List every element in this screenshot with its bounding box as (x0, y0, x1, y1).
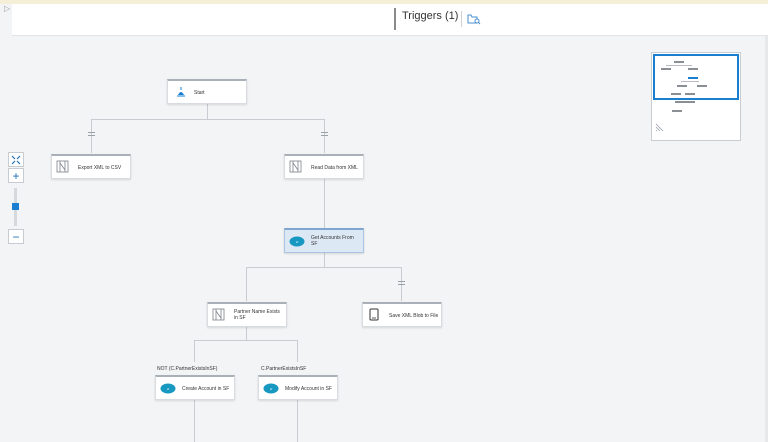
collapse-arrow-icon[interactable]: ▷ (4, 4, 11, 13)
salesforce-icon: sf (160, 383, 176, 396)
minimap-node (672, 110, 682, 112)
condition-label: NOT (C.PartnerExistsInSF) (157, 366, 218, 372)
svg-text:sf: sf (296, 240, 299, 244)
read-xml-node[interactable]: Read Data from XML (284, 154, 364, 179)
start-node[interactable]: Start (167, 79, 247, 104)
fit-to-screen-icon[interactable] (8, 152, 24, 167)
minimap-node (674, 61, 684, 63)
zoom-in-button[interactable]: + (8, 168, 24, 183)
connector-line (194, 340, 195, 362)
xml-transform-icon (289, 160, 302, 175)
svg-text:sf: sf (270, 387, 273, 391)
header-separator (394, 8, 396, 30)
connector-marker (398, 281, 405, 282)
svg-text:sf: sf (167, 387, 170, 391)
vertical-scrollbar[interactable] (765, 35, 768, 442)
minimap-node (675, 101, 685, 103)
top-strip (0, 0, 768, 4)
header-divider (461, 11, 462, 27)
zoom-slider-thumb[interactable] (12, 203, 19, 210)
export-xml-label: Export XML to CSV (78, 165, 122, 171)
get-accounts-label: Get Accounts From SF (311, 235, 354, 247)
folder-search-icon[interactable] (467, 12, 481, 30)
connector-marker (88, 135, 95, 136)
minimap-line (666, 65, 692, 66)
create-account-node[interactable]: sf Create Account in SF (155, 375, 235, 400)
connector-line (91, 119, 325, 120)
minimap-node (661, 68, 671, 70)
xml-transform-icon (212, 308, 225, 323)
triggers-label[interactable]: Triggers (1) (402, 10, 459, 22)
get-accounts-node[interactable]: sf Get Accounts From SF (284, 228, 364, 253)
connector-marker (321, 132, 328, 133)
minimap-node (688, 77, 698, 79)
modify-account-label: Modify Account in SF (285, 386, 332, 392)
minimap-node (685, 93, 695, 95)
zoom-out-button[interactable]: − (8, 229, 24, 244)
minimap-line (681, 81, 699, 82)
minimap-viewport[interactable] (653, 54, 739, 100)
connector-line (246, 325, 247, 340)
flow-canvas[interactable]: Start Export XML to CSV Read Data from X… (0, 35, 768, 442)
minimap[interactable] (651, 52, 741, 141)
connector-marker (321, 135, 328, 136)
condition-label: C.PartnerExistsInSF (261, 366, 307, 372)
resize-grip-icon[interactable] (655, 119, 665, 137)
connector-line (324, 251, 325, 267)
connector-marker (398, 284, 405, 285)
connector-line (246, 267, 247, 301)
minimap-node (677, 85, 687, 87)
partner-exists-label: Partner Name Exists in SF (234, 309, 280, 321)
connector-line (91, 119, 92, 153)
connector-line (324, 177, 325, 229)
connector-line (194, 398, 195, 442)
start-node-label: Start (194, 90, 205, 96)
salesforce-icon: sf (289, 236, 305, 249)
minimap-node (688, 68, 698, 70)
minimap-node (671, 93, 681, 95)
connector-line (246, 267, 402, 268)
minimap-node (697, 85, 707, 87)
phone-file-icon (369, 308, 379, 323)
xml-transform-icon (56, 160, 69, 175)
header-bar: Triggers (1) (12, 4, 768, 36)
connector-line (297, 398, 298, 442)
export-xml-node[interactable]: Export XML to CSV (51, 154, 131, 179)
save-blob-label: Save XML Blob to File (389, 313, 439, 319)
start-icon (176, 87, 186, 99)
connector-line (297, 340, 298, 362)
connector-line (324, 119, 325, 153)
create-account-label: Create Account in SF (182, 386, 230, 392)
minimap-node (685, 101, 695, 103)
save-blob-node[interactable]: Save XML Blob to File (362, 302, 442, 327)
connector-line (207, 103, 208, 119)
read-xml-label: Read Data from XML (311, 165, 358, 171)
connector-marker (88, 132, 95, 133)
salesforce-icon: sf (263, 383, 279, 396)
partner-exists-node[interactable]: Partner Name Exists in SF (207, 302, 287, 327)
modify-account-node[interactable]: sf Modify Account in SF (258, 375, 338, 400)
connector-line (194, 340, 298, 341)
